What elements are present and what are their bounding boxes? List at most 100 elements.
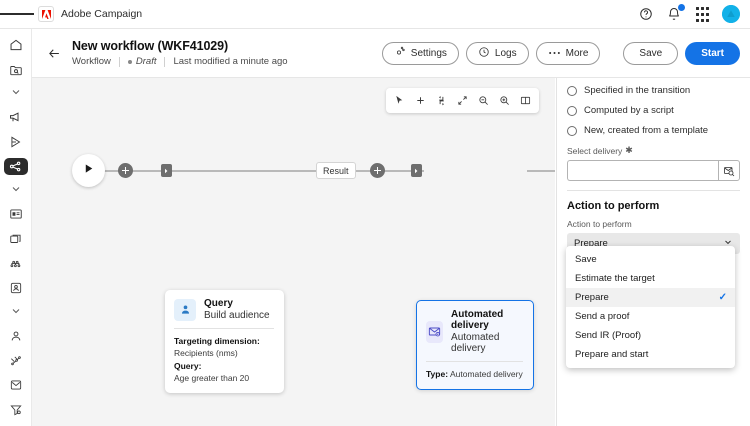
menu-item-send-ir-proof[interactable]: Send IR (Proof) bbox=[566, 326, 735, 345]
delivery-node-subtitle: Automated delivery bbox=[451, 332, 500, 354]
transition-label-result-1[interactable]: Result bbox=[316, 162, 356, 179]
menu-item-label-2: Prepare bbox=[575, 292, 609, 303]
menu-item-prepare-and-start[interactable]: Prepare and start bbox=[566, 345, 735, 364]
delivery-source-options: Specified in the transition Computed by … bbox=[557, 78, 750, 254]
sidebar-item-workflows[interactable] bbox=[3, 157, 28, 176]
cursor-icon[interactable] bbox=[390, 91, 409, 110]
brand: Adobe Campaign bbox=[38, 6, 142, 22]
select-delivery-label: Select delivery bbox=[567, 145, 623, 156]
wire-delivery-to-result bbox=[527, 170, 555, 172]
bell-icon[interactable] bbox=[666, 4, 685, 22]
zoom-in-icon[interactable] bbox=[495, 91, 514, 110]
delivery-input-port[interactable] bbox=[411, 164, 422, 177]
add-activity-button-1[interactable] bbox=[118, 163, 133, 178]
query-node-field-label-0: Targeting dimension: bbox=[174, 336, 260, 346]
radio-new-from-template[interactable]: New, created from a template bbox=[567, 125, 740, 136]
left-nav-rail bbox=[0, 29, 32, 426]
sidebar-chevron-1-icon[interactable] bbox=[10, 85, 22, 101]
required-asterisk: ✱ bbox=[625, 145, 633, 155]
status-dot-icon bbox=[127, 59, 132, 64]
delivery-gear-icon bbox=[426, 320, 444, 343]
app-grid-icon[interactable] bbox=[694, 6, 710, 22]
meta-divider-2 bbox=[164, 56, 166, 67]
sidebar-item-home[interactable] bbox=[4, 36, 28, 54]
query-node-titles: Query Build audience bbox=[204, 298, 270, 321]
delivery-node-header: Automated delivery Automated delivery bbox=[426, 309, 523, 354]
sidebar-item-messages[interactable] bbox=[4, 377, 28, 395]
query-node-body: Targeting dimension: Recipients (nms) Qu… bbox=[174, 335, 274, 384]
workflow-meta: Workflow Draft Last modified a minute ag… bbox=[72, 56, 288, 67]
query-node-header: Query Build audience bbox=[174, 298, 274, 321]
delivery-node-body: Type: Automated delivery bbox=[426, 368, 523, 380]
select-delivery-input[interactable] bbox=[567, 160, 718, 181]
sidebar-item-audiences[interactable] bbox=[4, 280, 28, 298]
sidebar-item-campaigns[interactable] bbox=[4, 108, 28, 126]
plus-icon[interactable] bbox=[411, 91, 430, 110]
sidebar-item-profiles[interactable] bbox=[4, 327, 28, 345]
menu-item-save[interactable]: Save bbox=[566, 250, 735, 269]
notification-badge bbox=[678, 4, 685, 11]
user-avatar[interactable] bbox=[722, 5, 740, 23]
sidebar-chevron-2-icon[interactable] bbox=[10, 182, 22, 198]
sidebar-item-deliveries[interactable] bbox=[4, 133, 28, 151]
logs-label: Logs bbox=[494, 47, 517, 59]
more-button[interactable]: More bbox=[535, 41, 601, 65]
zoom-out-icon[interactable] bbox=[474, 91, 493, 110]
automated-delivery-node[interactable]: Automated delivery Automated delivery Ty… bbox=[416, 300, 534, 391]
query-node-subtitle: Build audience bbox=[204, 310, 270, 321]
workflow-header: New workflow (WKF41029) Workflow Draft L… bbox=[32, 29, 750, 78]
brand-name: Adobe Campaign bbox=[61, 8, 143, 20]
logs-button[interactable]: Logs bbox=[465, 41, 529, 65]
menu-item-prepare[interactable]: Prepare ✓ bbox=[566, 288, 735, 307]
page-title: New workflow (WKF41029) bbox=[72, 39, 229, 53]
back-arrow-icon[interactable] bbox=[44, 43, 64, 63]
radio-label-1: Computed by a script bbox=[584, 105, 674, 116]
menu-item-label-4: Send IR (Proof) bbox=[575, 330, 641, 341]
sidebar-item-reports[interactable] bbox=[4, 205, 28, 223]
top-bar-actions bbox=[638, 4, 750, 23]
menu-item-label-1: Estimate the target bbox=[575, 273, 655, 284]
radio-specified-in-transition[interactable]: Specified in the transition bbox=[567, 85, 740, 96]
query-user-icon bbox=[174, 298, 196, 321]
clock-icon bbox=[478, 46, 490, 61]
status-badge: Draft bbox=[135, 56, 157, 67]
hamburger-icon[interactable] bbox=[0, 0, 34, 29]
query-node-field-label-1: Query: bbox=[174, 360, 202, 371]
add-activity-button-2[interactable] bbox=[370, 163, 385, 178]
settings-label: Settings bbox=[410, 47, 447, 59]
action-section-title: Action to perform bbox=[567, 200, 660, 212]
sidebar-item-resources[interactable] bbox=[4, 230, 28, 248]
adobe-logo-icon bbox=[38, 6, 54, 22]
sidebar-item-schema[interactable] bbox=[4, 255, 28, 273]
help-icon[interactable] bbox=[638, 6, 654, 22]
connector-icon[interactable] bbox=[432, 91, 451, 110]
menu-item-send-a-proof[interactable]: Send a proof bbox=[566, 307, 735, 326]
query-node[interactable]: Query Build audience Targeting dimension… bbox=[165, 290, 284, 394]
sidebar-item-explore[interactable] bbox=[4, 61, 28, 79]
radio-computed-by-script[interactable]: Computed by a script bbox=[567, 105, 740, 116]
save-button[interactable]: Save bbox=[623, 41, 679, 65]
delivery-node-titles: Automated delivery Automated delivery bbox=[451, 309, 523, 354]
workflow-title-block: New workflow (WKF41029) Workflow Draft L… bbox=[72, 39, 288, 67]
radio-label-0: Specified in the transition bbox=[584, 85, 691, 96]
menu-item-estimate-the-target[interactable]: Estimate the target bbox=[566, 269, 735, 288]
sidebar-item-targets[interactable] bbox=[4, 401, 28, 419]
settings-button[interactable]: Settings bbox=[381, 41, 459, 65]
checkmark-icon: ✓ bbox=[718, 292, 727, 303]
delivery-picker-icon[interactable] bbox=[718, 160, 740, 181]
start-node[interactable] bbox=[72, 154, 105, 187]
sidebar-item-services[interactable] bbox=[4, 352, 28, 370]
query-input-port[interactable] bbox=[161, 164, 172, 177]
more-label: More bbox=[565, 47, 589, 59]
header-actions: Settings Logs More Save Start bbox=[381, 41, 740, 65]
resize-icon[interactable] bbox=[453, 91, 472, 110]
radio-icon-2 bbox=[567, 125, 577, 136]
query-node-divider bbox=[174, 328, 274, 329]
workflow-type-label: Workflow bbox=[72, 56, 111, 67]
canvas-toolbar bbox=[386, 88, 539, 113]
action-field-label: Action to perform bbox=[567, 219, 632, 229]
book-icon[interactable] bbox=[516, 91, 535, 110]
workflow-canvas[interactable]: Query Build audience Targeting dimension… bbox=[32, 78, 555, 426]
start-button[interactable]: Start bbox=[685, 41, 740, 65]
sidebar-chevron-3-icon[interactable] bbox=[10, 304, 22, 320]
